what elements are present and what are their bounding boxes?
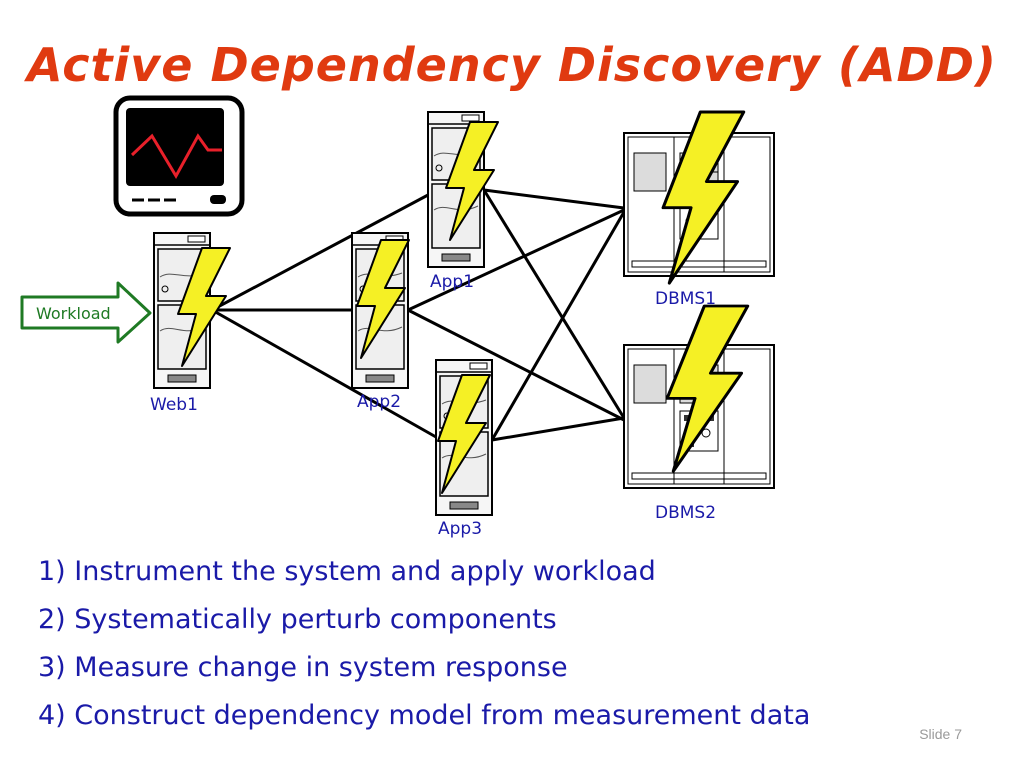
step-measure: 3) Measure change in system response [38,652,568,683]
monitor-icon [113,95,245,217]
slide-title: Active Dependency Discovery (ADD) [27,38,997,92]
workload-label: Workload [36,304,111,323]
link-web1-app3 [211,308,437,439]
step-instrument: 1) Instrument the system and apply workl… [38,556,656,587]
node-label-app1: App1 [430,272,474,292]
link-app3-dbms2 [491,416,625,442]
dependency-diagram: Workload Web1 App1 App2 App3 DBMS1 DBMS2 [20,95,775,539]
slide-number: Slide 7 [919,726,962,742]
workload-arrow [20,281,152,344]
node-label-dbms1: DBMS1 [655,289,716,309]
link-app1-dbms2 [482,189,626,419]
node-label-app2: App2 [357,392,401,412]
node-label-dbms2: DBMS2 [655,503,716,523]
link-app3-dbms1 [490,211,626,441]
step-construct: 4) Construct dependency model from measu… [38,700,811,731]
link-app1-dbms1 [483,188,625,210]
process-steps: 1) Instrument the system and apply workl… [38,548,810,740]
node-label-app3: App3 [438,519,482,539]
link-app2-dbms1 [407,208,625,312]
link-app2-dbms2 [407,308,625,422]
link-web1-app1 [211,193,429,312]
dependency-links [211,188,626,442]
node-label-web1: Web1 [150,395,198,415]
step-perturb: 2) Systematically perturb components [38,604,557,635]
